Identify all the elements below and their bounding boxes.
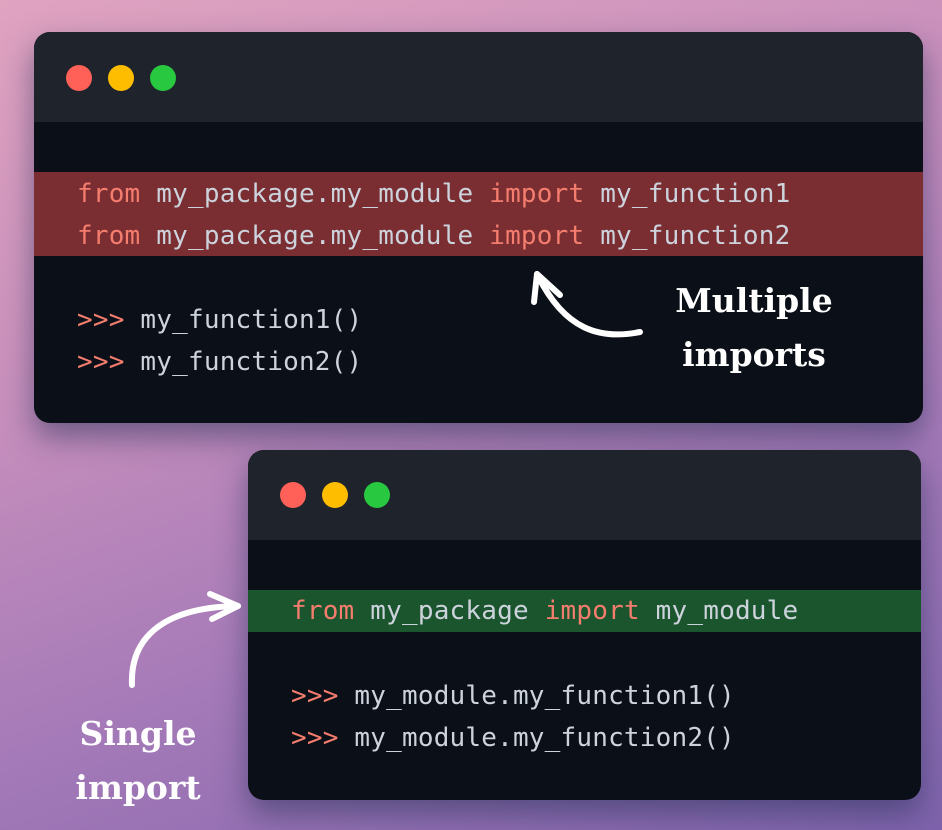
annotation-line: import — [75, 768, 201, 807]
highlight-band-multiple — [34, 172, 923, 256]
repl-prompt: >>> — [291, 681, 339, 711]
call-line: >>> my_function2() — [77, 341, 362, 383]
module-path: my_package — [370, 596, 529, 626]
imported-name: my_module — [655, 596, 799, 626]
minimize-dot-icon[interactable] — [322, 482, 348, 508]
call-line: >>> my_function1() — [77, 299, 362, 341]
code-window-single-import: from my_package import my_module >>> my_… — [248, 450, 921, 800]
maximize-dot-icon[interactable] — [150, 65, 176, 91]
call-code: my_function2() — [140, 347, 363, 377]
module-path: my_package.my_module — [156, 179, 474, 209]
repl-prompt: >>> — [291, 723, 339, 753]
call-code: my_module.my_function1() — [354, 681, 735, 711]
code-window-multiple-imports: from my_package.my_module import my_func… — [34, 32, 923, 423]
call-line: >>> my_module.my_function1() — [291, 675, 735, 717]
keyword-import: import — [489, 221, 585, 251]
repl-prompt: >>> — [77, 347, 125, 377]
annotation-single-import: Single import — [18, 707, 258, 815]
keyword-import: import — [489, 179, 585, 209]
annotation-line: Multiple — [675, 281, 833, 320]
minimize-dot-icon[interactable] — [108, 65, 134, 91]
import-line: from my_package.my_module import my_func… — [77, 173, 790, 215]
window-titlebar — [248, 450, 921, 540]
highlight-band-single — [248, 590, 921, 632]
call-line: >>> my_module.my_function2() — [291, 717, 735, 759]
module-path: my_package.my_module — [156, 221, 474, 251]
close-dot-icon[interactable] — [66, 65, 92, 91]
keyword-import: import — [544, 596, 640, 626]
annotation-line: Single — [79, 714, 197, 753]
window-titlebar — [34, 32, 923, 122]
annotation-line: imports — [682, 335, 826, 374]
import-line: from my_package import my_module — [291, 590, 798, 632]
close-dot-icon[interactable] — [280, 482, 306, 508]
repl-prompt: >>> — [77, 305, 125, 335]
import-line: from my_package.my_module import my_func… — [77, 215, 790, 257]
maximize-dot-icon[interactable] — [364, 482, 390, 508]
imported-name: my_function1 — [600, 179, 791, 209]
call-code: my_function1() — [140, 305, 363, 335]
annotation-multiple-imports: Multiple imports — [634, 274, 874, 382]
call-code: my_module.my_function2() — [354, 723, 735, 753]
keyword-from: from — [291, 596, 355, 626]
keyword-from: from — [77, 179, 141, 209]
keyword-from: from — [77, 221, 141, 251]
imported-name: my_function2 — [600, 221, 791, 251]
